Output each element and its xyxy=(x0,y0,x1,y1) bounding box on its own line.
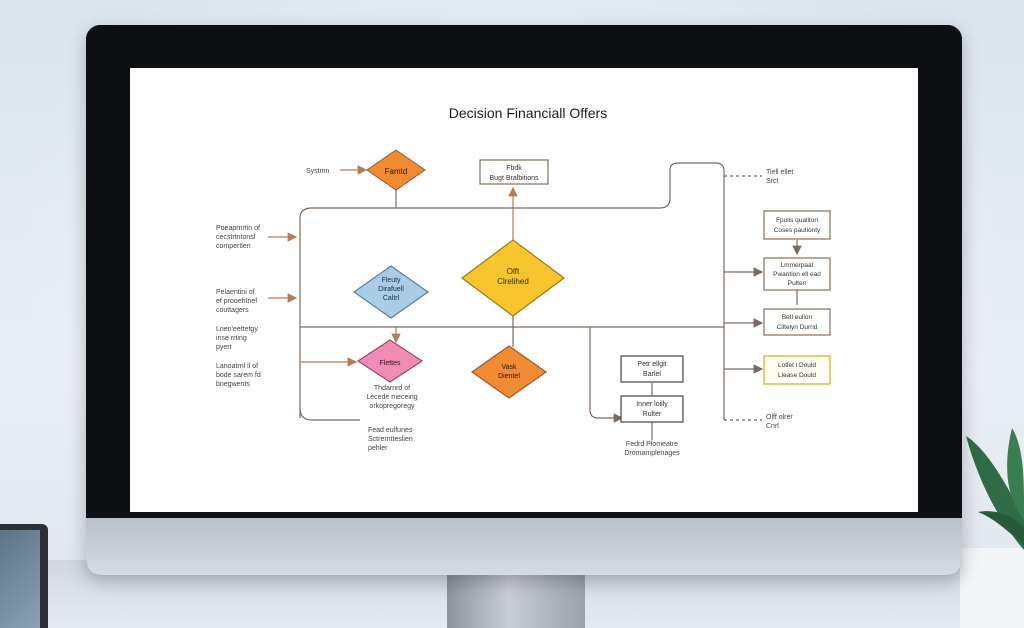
svg-text:bode sarem fd: bode sarem fd xyxy=(216,372,261,379)
svg-text:Bugt Bralbitions: Bugt Bralbitions xyxy=(489,175,539,182)
svg-text:Dirafuell: Dirafuell xyxy=(378,286,404,293)
svg-text:Cnrl: Cnrl xyxy=(766,423,779,430)
svg-text:Lecede meceing: Lecede meceing xyxy=(366,394,417,401)
pink-decision-node: Flettes xyxy=(356,339,424,383)
svg-text:Pelaentini of: Pelaentini of xyxy=(216,289,255,296)
side-cabinet xyxy=(960,548,1024,628)
side-labels: Systmn Poeaprnrtin of cecstrtntonsl comp… xyxy=(216,168,793,457)
svg-text:Flettes: Flettes xyxy=(379,360,401,367)
svg-text:pehler: pehler xyxy=(368,445,388,452)
svg-text:Clrelihed: Clrelihed xyxy=(497,277,529,286)
svg-text:Dromamplenages: Dromamplenages xyxy=(624,450,680,457)
svg-text:Sctrerntteslien: Sctrerntteslien xyxy=(368,436,413,443)
svg-text:inse rrting: inse rrting xyxy=(216,335,247,342)
svg-text:Famtd: Famtd xyxy=(385,167,408,176)
plant-icon xyxy=(966,428,1024,550)
diagram-title: Decision Financiall Offers xyxy=(449,105,607,121)
svg-text:Coses pautionty: Coses pautionty xyxy=(774,227,821,234)
svg-text:orkopregoregy: orkopregoregy xyxy=(369,403,415,410)
svg-text:bnegwents: bnegwents xyxy=(216,381,250,388)
svg-text:Fleuty: Fleuty xyxy=(381,277,401,284)
svg-text:Srct: Srct xyxy=(766,178,779,185)
svg-text:Pulten: Pulten xyxy=(788,280,807,287)
right-box-3: Betl eulion Ciltelyn Durrid xyxy=(763,308,831,336)
svg-text:Dientel: Dientel xyxy=(498,373,520,380)
screen: Decision Financiall Offers xyxy=(130,68,918,512)
svg-text:Fbdk: Fbdk xyxy=(506,165,522,172)
right-box-4: Lotlet i Dould Llease Dould xyxy=(763,355,831,385)
svg-text:Llease Dould: Llease Dould xyxy=(778,372,816,379)
svg-text:couttagers: couttagers xyxy=(216,307,249,314)
process-box-a: Petr ellgit Barlel xyxy=(620,355,684,383)
svg-text:Fedrd Plomeatre: Fedrd Plomeatre xyxy=(626,441,678,448)
svg-text:Betl eulion: Betl eulion xyxy=(782,314,813,321)
svg-text:Rulter: Rulter xyxy=(643,411,662,418)
svg-text:Petr ellgit: Petr ellgit xyxy=(637,361,666,368)
laptop-screen xyxy=(0,530,40,628)
svg-text:Vask: Vask xyxy=(501,364,517,371)
svg-text:Inner loilly: Inner loilly xyxy=(636,401,668,408)
svg-text:cecstrtntonsl: cecstrtntonsl xyxy=(216,234,256,241)
monitor-stand xyxy=(447,574,585,628)
right-box-1: Fpulis qualiton Coses pautionty xyxy=(763,210,831,240)
right-box-2: Lmmerpaat Pwantion ell ead Pulten xyxy=(763,257,831,291)
svg-text:Systmn: Systmn xyxy=(306,168,329,175)
svg-text:pyert: pyert xyxy=(216,344,232,351)
svg-text:Caltrl: Caltrl xyxy=(383,295,400,302)
monitor-chin xyxy=(86,518,962,575)
top-decision-node: Famtd xyxy=(366,149,426,191)
connector-lines xyxy=(299,162,802,440)
svg-text:Barlel: Barlel xyxy=(643,371,661,378)
svg-text:Lotlet i Dould: Lotlet i Dould xyxy=(778,362,816,369)
orange-decision-node: Vask Dientel xyxy=(470,345,548,399)
svg-text:Ciltelyn Durrid: Ciltelyn Durrid xyxy=(777,324,818,331)
central-decision-node: Olft Clrelihed xyxy=(460,239,566,317)
svg-text:Lanoatrnl il of: Lanoatrnl il of xyxy=(216,363,258,370)
svg-text:compertlen: compertlen xyxy=(216,243,251,250)
svg-text:Tiell ellet: Tiell ellet xyxy=(766,169,793,176)
blue-decision-node: Fleuty Dirafuell Caltrl xyxy=(352,265,430,319)
svg-text:Fead eulfunes: Fead eulfunes xyxy=(368,427,413,434)
top-process-box: Fbdk Bugt Bralbitions xyxy=(479,159,549,185)
svg-text:Pwantion ell ead: Pwantion ell ead xyxy=(773,271,821,278)
svg-text:Fpulis qualiton: Fpulis qualiton xyxy=(776,217,818,224)
svg-text:ef prooehtnef: ef prooehtnef xyxy=(216,298,257,305)
svg-text:Thdarnrd of: Thdarnrd of xyxy=(374,385,410,392)
svg-text:Olff olrer: Olff olrer xyxy=(766,414,793,421)
input-arrows xyxy=(268,165,518,367)
svg-text:Poeaprnrtin of: Poeaprnrtin of xyxy=(216,225,260,232)
svg-text:Lnen'eettetgy: Lnen'eettetgy xyxy=(216,326,258,333)
svg-text:Lmmerpaat: Lmmerpaat xyxy=(781,262,814,269)
flowchart: Decision Financiall Offers xyxy=(216,105,831,457)
svg-text:Olft: Olft xyxy=(507,267,520,276)
process-box-b: Inner loilly Rulter xyxy=(620,395,684,423)
